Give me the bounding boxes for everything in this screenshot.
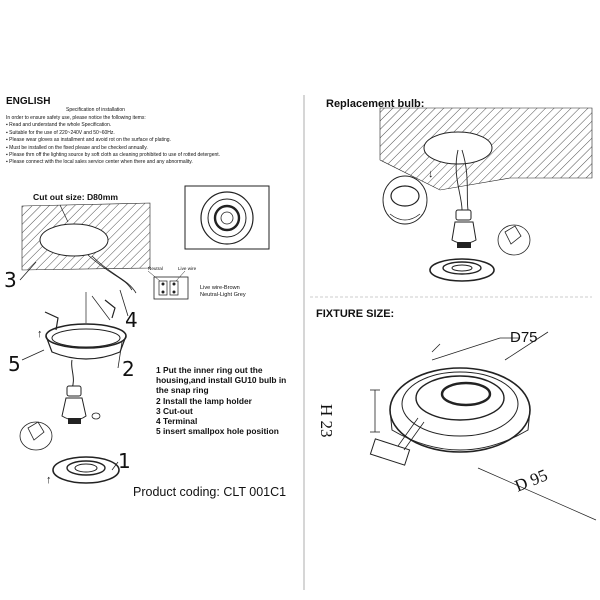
callout-5: 5 [8,352,21,376]
wiring-legend-neutral: Neutral-Light Grey [200,292,246,299]
dim-d75: D75 [510,329,538,346]
spec-line: ▪ Please thrn off the lighting source by… [6,152,221,159]
up-arrow-icon: ↑ [46,474,52,486]
wiring-live-tag: Live wire [178,266,197,271]
dim-h23: H 23 [317,404,336,438]
wiring-legend: Live wire-Brown Neutral-Light Grey [200,285,246,299]
spec-line: ▪ Must be installed on the fixed please … [6,144,148,151]
terminal-block-drawing [147,270,189,300]
replacement-lamp-drawing [451,209,477,248]
step-line: 4 Terminal [156,416,198,427]
wiring-neutral-tag: Neutral [148,266,163,271]
replacement-ceiling-drawing [379,107,593,211]
cutout-size-label: Cut out size: D80mm [33,192,118,202]
install-steps: 1 Put the inner ring out the housing,and… [156,365,286,436]
inner-ring-drawing [52,456,120,484]
fixture-heading: FIXTURE SIZE: [316,308,395,320]
step-line: housing,and install GU10 bulb in [156,375,287,386]
step-line: 5 insert smallpox hole position [156,426,279,437]
up-arrow-icon: ↑ [37,328,43,340]
replacement-rotate-detail-drawing [382,175,531,256]
product-coding: Product coding: CLT 001C1 [133,485,287,499]
down-arrow-icon: ↓ [428,168,434,180]
fixture-size-drawing [369,331,597,521]
language-heading: ENGLISH [6,96,51,107]
replacement-ring-drawing [429,258,495,282]
ring-detail-box [184,185,270,250]
step-line: 3 Cut-out [156,405,193,416]
wiring-legend-live: Live wire-Brown [200,285,240,291]
ceiling-slab-drawing [21,202,151,271]
callout-2: 2 [122,357,135,381]
spec-line: ▪ Please connect with the local sales se… [6,159,193,166]
step-line: 1 Put the inner ring out the [156,365,263,375]
cutout-hole [39,223,109,257]
callout-4: 4 [125,308,138,332]
replacement-heading: Replacement bulb: [326,98,425,110]
spec-title: Specification of installation [66,107,125,113]
spec-list: In order to ensure safety use, please no… [6,115,296,167]
lamp-holder-drawing [61,359,101,424]
step-line: the snap ring [156,385,209,396]
spec-line: ▪ Read and understand the whole Specific… [6,122,112,129]
spec-line: ▪ Suitable for the use of 220~240V and 5… [6,129,115,136]
step-line: 2 Install the lamp holder [156,395,252,406]
callout-3: 3 [4,268,17,292]
fixture-housing-drawing [44,292,127,360]
spec-line: In order to ensure safety use, please no… [6,115,146,121]
bulb-insert-detail-drawing [19,421,53,451]
spec-line: ▪ Please wear gloves as installment and … [6,137,171,144]
callout-1: 1 [118,449,131,473]
